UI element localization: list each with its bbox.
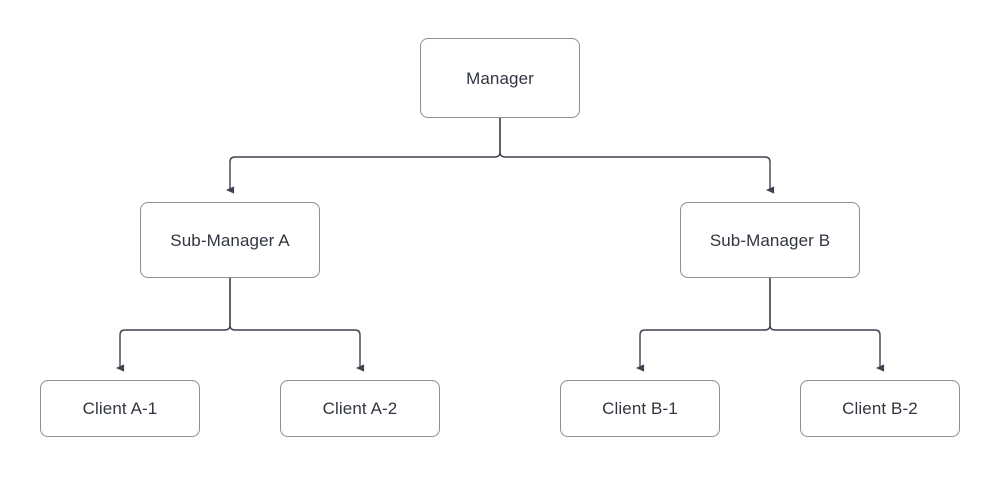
node-client-b-2[interactable]: Client B-2: [800, 380, 960, 437]
edge-sub-manager-a-to-client-a-1: [115, 278, 231, 372]
edge-manager-to-sub-manager-a: [225, 118, 501, 194]
node-client-b-1-label: Client B-1: [602, 399, 678, 418]
node-sub-manager-a[interactable]: Sub-Manager A: [140, 202, 320, 278]
edge-sub-manager-b-to-client-b-1: [635, 278, 771, 372]
node-client-a-2-label: Client A-2: [322, 399, 398, 418]
node-client-b-1[interactable]: Client B-1: [560, 380, 720, 437]
node-client-a-1-label: Client A-1: [82, 399, 158, 418]
node-sub-manager-b-label: Sub-Manager B: [709, 230, 831, 250]
node-sub-manager-b[interactable]: Sub-Manager B: [680, 202, 860, 278]
node-client-b-2-label: Client B-2: [842, 399, 918, 418]
node-manager[interactable]: Manager: [420, 38, 580, 118]
node-client-a-1[interactable]: Client A-1: [40, 380, 200, 437]
edge-sub-manager-b-to-client-b-2: [769, 278, 885, 372]
node-manager-label: Manager: [466, 68, 534, 88]
edge-manager-to-sub-manager-b: [499, 118, 775, 194]
edge-sub-manager-a-to-client-a-2: [229, 278, 365, 372]
node-sub-manager-a-label: Sub-Manager A: [170, 230, 290, 250]
node-client-a-2[interactable]: Client A-2: [280, 380, 440, 437]
